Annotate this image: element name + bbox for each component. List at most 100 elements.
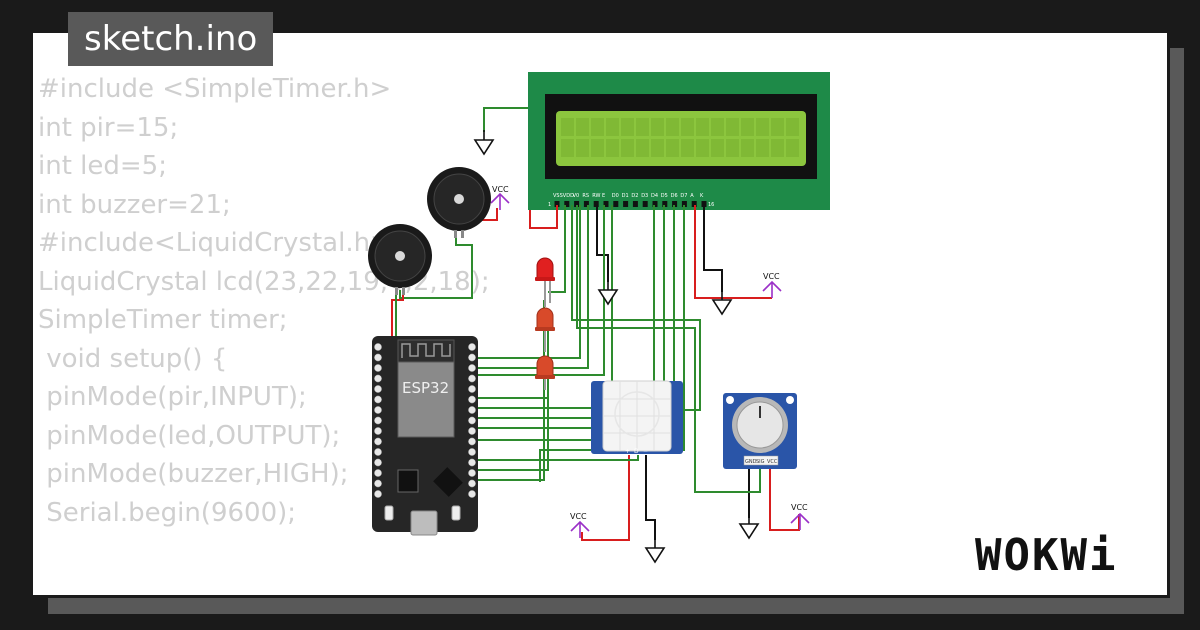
lcd-pin xyxy=(672,201,678,207)
pot-pin-gnd: GND xyxy=(745,459,757,465)
lcd-pin xyxy=(642,201,648,207)
lcd-cell xyxy=(771,118,784,136)
pir-pin-data: D xyxy=(634,448,639,455)
wire-lcd-vss-gnd xyxy=(483,107,528,132)
esp32-pin-left xyxy=(374,416,382,425)
led-red-3[interactable] xyxy=(535,355,555,390)
lcd-pin xyxy=(593,201,599,207)
esp32-pin-right xyxy=(468,479,476,488)
lcd-pin xyxy=(554,201,560,207)
wire-lcd-rs xyxy=(571,205,701,411)
ground-symbol-lcd xyxy=(474,129,494,155)
sketch-tab[interactable]: sketch.ino xyxy=(68,12,274,66)
svg-text:VCC: VCC xyxy=(791,503,808,512)
esp32-pin-left xyxy=(374,458,382,467)
lcd-pin-label: D4 xyxy=(651,193,658,199)
code-line: #include<LiquidCrystal.h> xyxy=(38,228,392,258)
lcd-cell xyxy=(756,118,769,136)
ground-symbol-pir xyxy=(645,537,665,563)
svg-text:VCC: VCC xyxy=(492,185,509,194)
lcd-cell xyxy=(696,139,709,157)
lcd-cell xyxy=(726,118,739,136)
pir-motion-sensor[interactable]: + D − xyxy=(591,380,683,455)
lcd-pin-label: RS xyxy=(582,193,589,199)
potentiometer[interactable]: GND SIG VCC xyxy=(723,393,797,469)
code-line: #include <SimpleTimer.h> xyxy=(38,74,392,104)
lcd-pin-first-label: 1 xyxy=(548,202,551,208)
lcd-pin xyxy=(564,201,570,207)
code-preview: #include <SimpleTimer.h> int pir=15; int l… xyxy=(38,70,490,532)
lcd-cell xyxy=(651,118,664,136)
buzzer-1[interactable] xyxy=(427,167,491,238)
wire-lcd-rw xyxy=(472,205,581,359)
lcd-pin xyxy=(691,201,697,207)
esp32-pin-right xyxy=(468,343,476,351)
wire-lcd-k xyxy=(703,205,723,292)
pir-pin-plus: + xyxy=(625,448,630,455)
esp32-pin-left xyxy=(374,385,382,393)
led-red-1[interactable] xyxy=(535,257,555,307)
esp32-pin-right xyxy=(468,427,476,435)
lcd-header-pins xyxy=(554,201,707,207)
wire-led-2 xyxy=(472,382,549,471)
lcd-cell xyxy=(606,118,619,136)
led-red-2[interactable] xyxy=(535,307,555,352)
esp32-pin-right xyxy=(468,385,476,393)
lcd-cell xyxy=(636,139,649,157)
wire-lcd-vdd xyxy=(529,205,558,229)
svg-text:VCC: VCC xyxy=(570,512,587,521)
esp32-pin-left xyxy=(374,406,382,414)
esp32-pin-right xyxy=(468,448,476,456)
esp32-pin-left xyxy=(374,437,382,446)
buzzer-2[interactable] xyxy=(368,224,432,295)
pot-pin-sig: SIG xyxy=(756,459,765,465)
esp32-pin-left xyxy=(374,395,382,404)
code-line: int led=5; xyxy=(38,151,167,181)
wire-lcd-v0 xyxy=(548,205,566,293)
vcc-symbol-buzzer: VCC xyxy=(490,185,510,211)
pir-pin-minus: − xyxy=(643,448,648,455)
esp32-pin-right xyxy=(468,490,476,498)
esp32-right-pins xyxy=(468,343,476,498)
vcc-symbol-pir: VCC xyxy=(570,512,590,539)
lcd-pin xyxy=(652,201,658,207)
lcd-cell xyxy=(591,139,604,157)
ground-symbol-backlight xyxy=(712,289,732,315)
pot-pin-vcc: VCC xyxy=(767,459,778,465)
ground-symbol-pot xyxy=(739,513,759,539)
lcd-cell xyxy=(711,139,724,157)
wire-pir-gnd xyxy=(645,455,656,540)
code-line: SimpleTimer timer; xyxy=(38,305,288,335)
esp32-pin-right xyxy=(468,395,476,404)
wire-pir-vcc xyxy=(581,455,630,541)
lcd-pin-label: D2 xyxy=(631,193,638,199)
code-line: void setup() { xyxy=(38,343,228,374)
code-line: pinMode(pir,INPUT); xyxy=(38,382,307,412)
esp32-pin-right xyxy=(468,458,476,467)
lcd-pin-label: VSS xyxy=(553,193,563,199)
lcd-cell xyxy=(741,118,754,136)
lcd-cell xyxy=(591,118,604,136)
esp32-pin-left xyxy=(374,427,382,435)
lcd-cell xyxy=(786,139,799,157)
esp32-board[interactable]: ESP32 xyxy=(372,336,478,536)
code-line: pinMode(led,OUTPUT); xyxy=(38,420,341,451)
lcd-cell xyxy=(576,139,589,157)
code-line: int pir=15; xyxy=(38,112,179,143)
wire-esp-led-return xyxy=(472,300,545,481)
esp32-pin-right xyxy=(468,374,476,383)
lcd-cell xyxy=(561,139,574,157)
wire-buzzer1-sig xyxy=(399,232,473,299)
lcd-cell xyxy=(666,118,679,136)
wire-lcd-d0 xyxy=(472,205,605,376)
lcd-pin xyxy=(632,201,638,207)
lcd-pin-label: D3 xyxy=(641,193,648,199)
lcd-cell xyxy=(621,139,634,157)
lcd-pin xyxy=(574,201,580,207)
esp32-left-pins xyxy=(374,343,382,498)
wokwi-logo: WOKWi xyxy=(975,530,1118,581)
vcc-symbol-pot: VCC xyxy=(790,503,810,531)
